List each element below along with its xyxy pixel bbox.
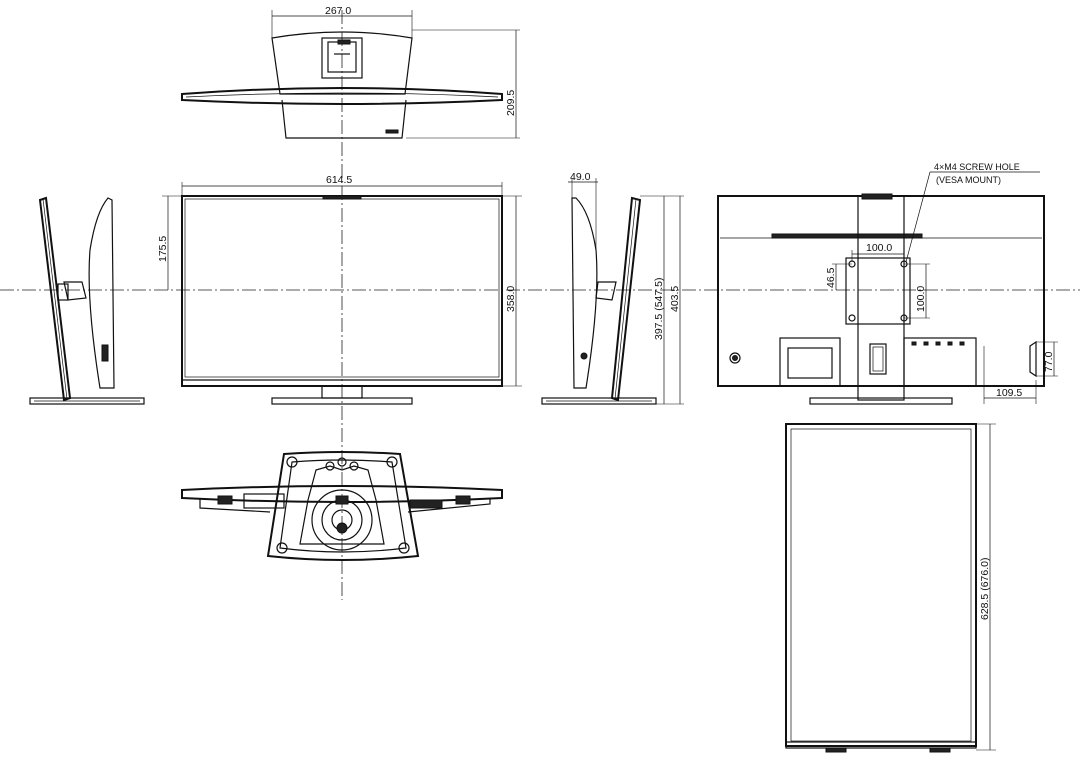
- dim-vesa-horizontal: 100.0: [866, 242, 892, 254]
- annotation-vesa-mount: (VESA MOUNT): [936, 175, 1001, 185]
- bottom-view: [181, 451, 503, 561]
- pivot-view: 628.5 (676.0): [785, 423, 996, 753]
- annotation-screw-hole: 4×M4 SCREW HOLE: [934, 162, 1020, 172]
- dim-side-height: 397.5 (547.5): [653, 278, 665, 340]
- dim-top-depth: 209.5: [505, 90, 517, 116]
- left-side-view: [29, 196, 145, 405]
- dim-side-depth: 49.0: [570, 171, 591, 183]
- dim-front-panel-height: 358.0: [505, 286, 517, 312]
- dim-vesa-vertical: 100.0: [915, 286, 927, 312]
- dim-rear-port-height: 77.0: [1043, 351, 1055, 372]
- right-side-view: 49.0 397.5 (547.5) 403.5: [541, 171, 684, 405]
- front-view: 614.5 175.5 358.0: [157, 174, 522, 405]
- dim-side-total-height: 403.5: [669, 286, 681, 312]
- dim-rear-port-depth: 109.5: [996, 387, 1022, 399]
- dim-front-width: 614.5: [326, 174, 352, 186]
- dim-top-width: 267.0: [325, 5, 351, 17]
- top-view: 267.0 209.5: [181, 5, 520, 139]
- rear-view: 4×M4 SCREW HOLE (VESA MOUNT) 100.0 100.0…: [717, 162, 1058, 405]
- dim-pivot-height: 628.5 (676.0): [979, 558, 991, 620]
- dim-front-center-height: 175.5: [157, 236, 169, 262]
- dim-vesa-offset: 46.5: [825, 267, 837, 288]
